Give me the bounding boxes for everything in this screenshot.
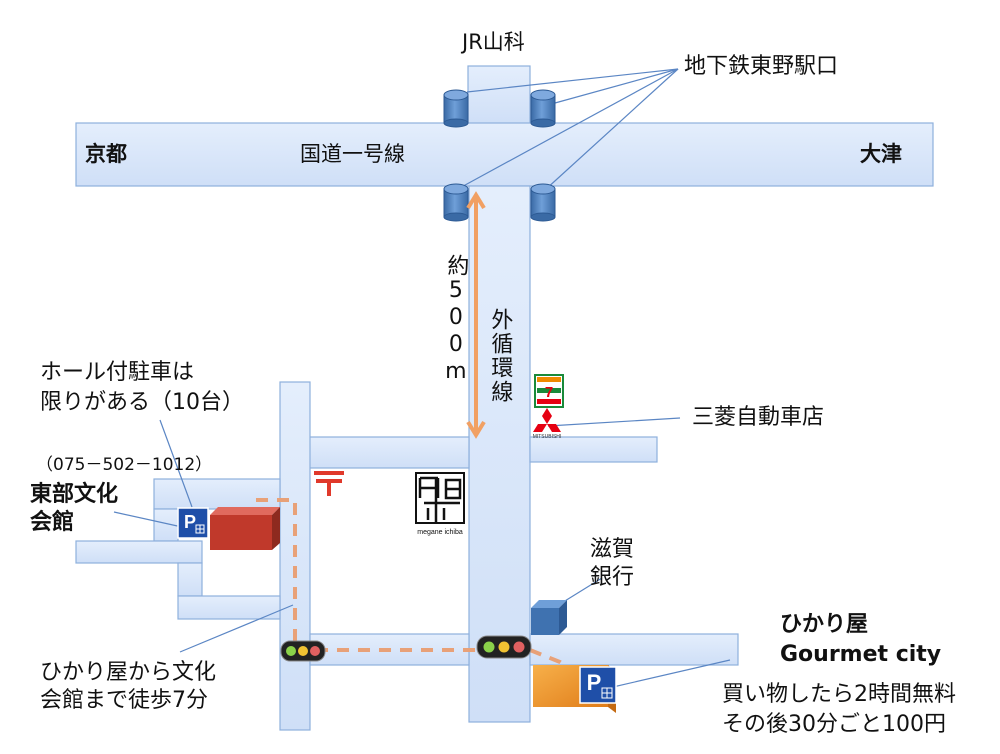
hall-phone: （075－502－1012） bbox=[36, 455, 213, 475]
kyoto-label: 京都 bbox=[85, 142, 127, 166]
walk-note-line1: ひかり屋から文化 bbox=[40, 660, 217, 685]
hall-building bbox=[210, 507, 280, 550]
post-office-icon bbox=[314, 471, 344, 496]
jr-station-label: JR山科 bbox=[462, 30, 525, 54]
hall-name-line2: 会館 bbox=[30, 510, 75, 535]
bank-label-line2: 銀行 bbox=[590, 565, 635, 590]
route-1-label: 国道一号線 bbox=[300, 142, 405, 166]
subway-exit-label: 地下鉄東野駅口 bbox=[684, 54, 839, 79]
hall-parking-note-line2: 限りがある（10台） bbox=[40, 390, 244, 415]
traffic-light-icon bbox=[476, 635, 532, 659]
svg-text:7: 7 bbox=[545, 384, 553, 401]
mitsubishi-store-label: 三菱自動車店 bbox=[692, 405, 825, 430]
subway-exits bbox=[443, 89, 556, 222]
ring-road-label: 外循環線 bbox=[487, 308, 513, 404]
walk-note-line2: 会館まで徒歩7分 bbox=[40, 688, 208, 713]
store-note-line1: 買い物したら2時間無料 bbox=[722, 682, 956, 707]
parking-sign-letter: P bbox=[587, 670, 602, 695]
road-east-lower bbox=[529, 633, 739, 666]
subway-exit-icon bbox=[530, 183, 556, 222]
otsu-label: 大津 bbox=[860, 142, 902, 166]
hall-parking-note-line1: ホール付駐車は bbox=[40, 360, 195, 385]
store-note-line2: その後30分ごと100円 bbox=[722, 712, 946, 737]
mitsubishi-logo: MITSUBISHI bbox=[533, 408, 562, 440]
subway-exit-icon bbox=[443, 183, 469, 222]
leader-lines bbox=[113, 68, 731, 691]
road-ring bbox=[468, 185, 531, 723]
roads bbox=[75, 65, 934, 731]
store-name-line1: ひかり屋 bbox=[780, 612, 869, 637]
parking-sign-hall: P bbox=[177, 507, 209, 539]
road-jr-stub bbox=[467, 65, 531, 125]
road-hall-block bbox=[153, 478, 281, 510]
road-route-1 bbox=[75, 122, 934, 187]
road-west-bottom bbox=[177, 595, 281, 620]
store-name-line2: Gourmet city bbox=[780, 642, 942, 667]
megane-ichiba-logo: megane ichiba bbox=[415, 472, 465, 536]
road-east-upper bbox=[529, 436, 658, 463]
road-west-lower bbox=[75, 540, 203, 564]
road-middle bbox=[308, 436, 470, 469]
subway-exit-icon bbox=[443, 89, 469, 128]
distance-label: 約500m bbox=[443, 254, 469, 386]
subway-exit-icon bbox=[530, 89, 556, 128]
hall-name-line1: 東部文化 bbox=[30, 482, 119, 507]
parking-sign-store: P bbox=[579, 666, 617, 704]
megane-logo-caption: megane ichiba bbox=[417, 529, 463, 536]
seven-eleven-logo: 7 bbox=[534, 374, 564, 408]
mitsubishi-caption: MITSUBISHI bbox=[533, 434, 562, 440]
road-west-link bbox=[177, 562, 203, 597]
bank-building bbox=[531, 600, 567, 635]
traffic-light-icon bbox=[280, 640, 326, 662]
distance-arrow bbox=[466, 191, 486, 439]
parking-sign-letter: P bbox=[184, 512, 196, 532]
bank-label-line1: 滋賀 bbox=[590, 537, 635, 562]
